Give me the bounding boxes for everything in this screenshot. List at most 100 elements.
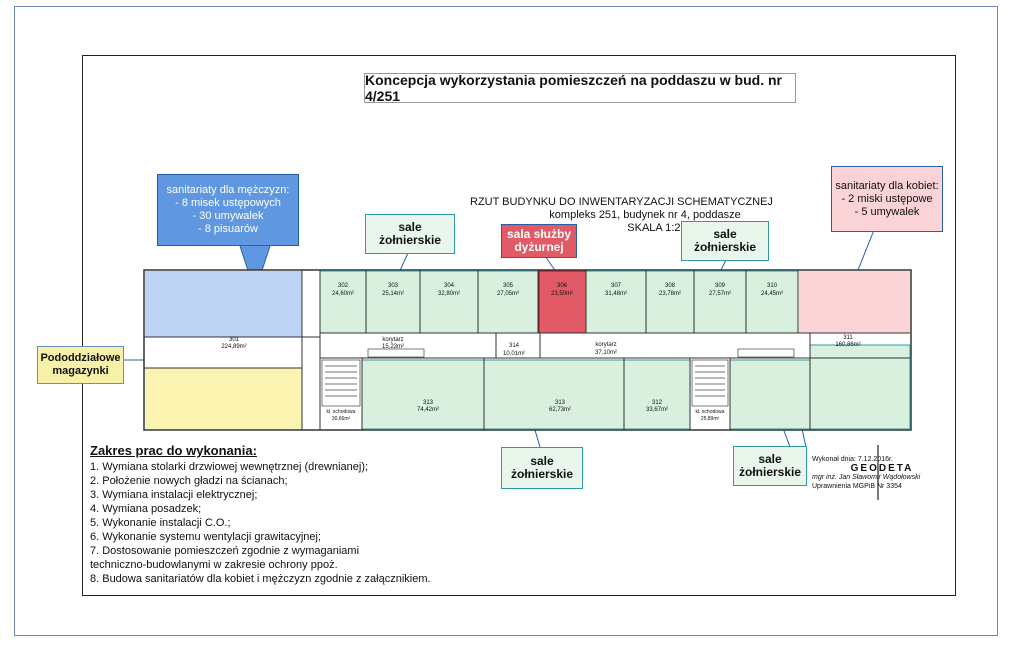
room-306-number: 306	[557, 283, 568, 289]
room-302-area: 24,60m²	[332, 291, 354, 297]
room-301-fill	[145, 271, 302, 337]
room-311-number: 311	[843, 335, 853, 341]
corridor-2-area: 37,10m²	[595, 350, 617, 356]
scope-item: 6. Wykonanie systemu wentylacji grawitac…	[90, 531, 321, 543]
room-310-number: 310	[767, 283, 778, 289]
callout-sale-1-line1: sale	[398, 220, 422, 234]
callout-men-line3: - 30 umywalek	[192, 210, 264, 222]
stamp-date: Wykonał dnia: 7.12.2016r.	[812, 456, 893, 463]
plan-header-line1: RZUT BUDYNKU DO INWENTARYZACJI SCHEMATYC…	[470, 196, 773, 208]
callout-sale-2-line2: żołnierskie	[693, 240, 757, 254]
stairs-east	[691, 359, 729, 407]
room-east-fill	[809, 344, 911, 430]
corridor-strips	[367, 348, 795, 358]
callout-sluzby-line2: dyżurnej	[514, 240, 564, 254]
room-312-area: 33,67m²	[646, 407, 668, 413]
stairwell-2-area: 25,89m²	[701, 416, 720, 422]
scope-item: techniczno-budowlanymi w zakresie ochron…	[90, 559, 338, 571]
room-311-area: 160,86m²	[835, 342, 860, 348]
callout-storage-line2: magazynki	[52, 365, 109, 377]
callout-sale-3-line2: żołnierskie	[510, 467, 574, 481]
room-308-number: 308	[665, 283, 676, 289]
room-307-area: 31,48m²	[605, 291, 627, 297]
callout-women-line3: - 5 umywalek	[854, 205, 920, 218]
stairwell-1-label: kl. schodowa	[327, 409, 356, 415]
page-title: Koncepcja wykorzystania pomieszczeń na p…	[364, 72, 796, 104]
corridor-2-label: korytarz	[595, 342, 616, 348]
room-302-number: 302	[338, 283, 349, 289]
callout-sala-sluzby: sala służby dyżurnej	[501, 224, 577, 258]
stamp-company: GEODETA	[850, 463, 914, 474]
callout-men-line1: sanitariaty dla mężczyzn:	[166, 184, 290, 196]
room-305-area: 27,05m²	[497, 291, 519, 297]
callout-sale-4-line2: żołnierskie	[738, 465, 802, 479]
page-border	[14, 6, 998, 636]
callout-sale-zolnierskie-4: sale żołnierskie	[733, 446, 807, 486]
room-303-number: 303	[388, 283, 399, 289]
room-306-fill	[538, 270, 587, 334]
callout-sale-2-line1: sale	[713, 227, 737, 241]
room-309-area: 27,57m²	[709, 291, 731, 297]
room-313a-number: 313	[423, 400, 434, 406]
scope-item: 7. Dostosowanie pomieszczeń zgodnie z wy…	[90, 545, 360, 557]
room-labels: 302 24,60m² 303 25,14m² 304 32,80m² 305 …	[221, 283, 860, 422]
room-311-fill	[799, 271, 910, 333]
room-301-area: 224,89m²	[221, 344, 246, 350]
room-314-number: 314	[509, 343, 520, 349]
drawing-frame	[82, 55, 956, 596]
scope-item: 5. Wykonanie instalacji C.O.;	[90, 517, 231, 529]
room-305-number: 305	[503, 283, 514, 289]
scope-item: 4. Wymiana posadzek;	[90, 503, 202, 515]
callout-women-line2: - 2 miski ustępowe	[841, 192, 933, 205]
plan-header: RZUT BUDYNKU DO INWENTARYZACJI SCHEMATYC…	[470, 196, 773, 235]
room-313a-area: 74,42m²	[417, 407, 439, 413]
scope-heading: Zakres prac do wykonania:	[90, 443, 257, 458]
room-309-number: 309	[715, 283, 726, 289]
plan-header-line2: kompleks 251, budynek nr 4, poddasze	[549, 209, 741, 221]
callout-sale-3-line1: sale	[530, 454, 554, 468]
room-313b-area: 62,73m²	[549, 407, 571, 413]
plan-header-line3: SKALA 1:200	[627, 222, 693, 234]
room-313b-number: 313	[555, 400, 566, 406]
callout-storage-line1: Pododdziałowe	[40, 352, 121, 364]
stamp-license: Uprawnienia MGPiB Nr 3354	[812, 483, 902, 490]
callout-men-sanitary: sanitariaty dla mężczyzn: - 8 misek ustę…	[157, 174, 299, 246]
room-310-area: 24,45m²	[761, 291, 783, 297]
room-303-area: 25,14m²	[382, 291, 404, 297]
room-307-number: 307	[611, 283, 622, 289]
callout-sale-zolnierskie-3: sale żołnierskie	[501, 447, 583, 489]
scope-item: 3. Wymiana instalacji elektrycznej;	[90, 489, 258, 501]
room-308-area: 23,78m²	[659, 291, 681, 297]
stairs-west	[321, 359, 361, 407]
callout-women-sanitary: sanitariaty dla kobiet: - 2 miski ustępo…	[831, 166, 943, 232]
room-301-number: 301	[229, 337, 240, 343]
walls	[144, 270, 910, 430]
callout-sale-1-line2: żołnierskie	[378, 233, 442, 247]
stairwell-2-label: kl. schodowa	[696, 409, 725, 415]
scope-item: 8. Budowa sanitariatów dla kobiet i mężc…	[90, 573, 431, 585]
room-313b-fill	[483, 359, 625, 430]
room-306-area: 23,50m²	[551, 291, 573, 297]
callout-sale-4-line1: sale	[758, 452, 782, 466]
callout-men-line4: - 8 pisuarów	[198, 223, 258, 235]
room-304-number: 304	[444, 283, 455, 289]
rooms-307-310-fill	[585, 270, 799, 334]
surveyor-stamp: Wykonał dnia: 7.12.2016r. GEODETA mgr in…	[812, 455, 952, 491]
storage-fill	[145, 368, 302, 429]
stairwell-1-area: 30,66m²	[332, 416, 351, 422]
corridor-1-label: korytarz	[382, 337, 403, 343]
room-312-number: 312	[652, 400, 663, 406]
scope-of-works: Zakres prac do wykonania: 1. Wymiana sto…	[90, 444, 500, 586]
rooms-302-305-fill	[319, 270, 539, 334]
scope-item: 2. Położenie nowych gładzi na ścianach;	[90, 475, 288, 487]
callout-men-line2: - 8 misek ustępowych	[175, 197, 281, 209]
callout-sale-zolnierskie-2: sale żołnierskie	[681, 221, 769, 261]
callout-storage: Pododdziałowe magazynki	[37, 346, 124, 384]
room-314-area: 10,01m²	[503, 351, 525, 357]
callout-women-line1: sanitariaty dla kobiet:	[835, 179, 939, 192]
room-312-fill	[623, 359, 691, 430]
corridor-1-area: 15,23m²	[382, 344, 404, 350]
room-304-area: 32,80m²	[438, 291, 460, 297]
room-north-fill	[729, 359, 811, 430]
